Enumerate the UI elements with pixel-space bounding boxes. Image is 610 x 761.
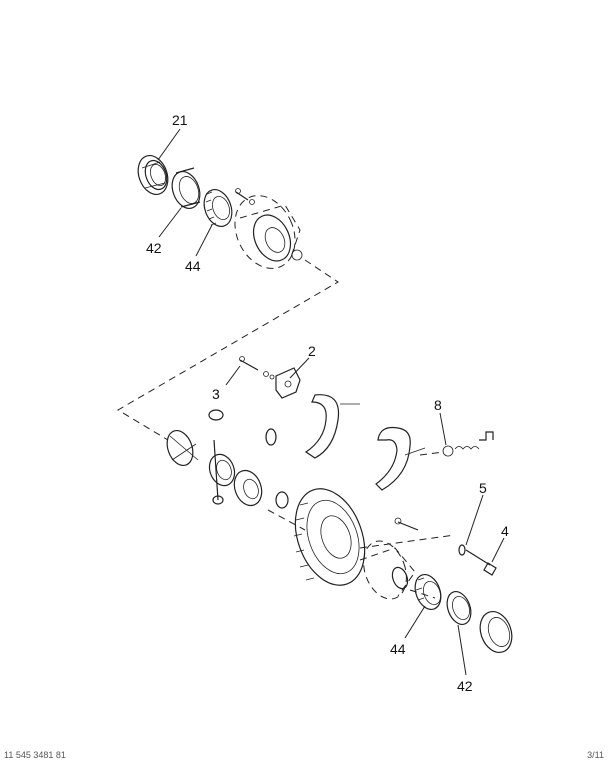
callout-4: 4 [501,523,509,539]
bearing-cone-part-44-lower [414,573,442,611]
leader-lines [157,128,505,676]
assembly-centerline-lower [267,509,456,599]
footer-part-number: 11 545 3481 81 [4,750,66,760]
pinion-gear [208,453,236,487]
bearing-cap-right [375,426,426,491]
callout-5: 5 [479,480,487,496]
assembly-centerline-upper [117,259,339,441]
footer-page-ref: 3/11 [587,750,604,760]
differential-case-half-upper [234,195,303,269]
side-gear-left [166,429,199,467]
callout-21: 21 [172,112,188,128]
seal-ring-lower [479,611,513,653]
callout-44-lower: 44 [390,641,406,657]
bolt-part-4 [483,562,497,576]
spider-cross [208,409,224,505]
differential-case-half-lower [359,540,416,600]
callout-3: 3 [212,386,220,402]
callout-44-upper: 44 [185,258,201,274]
bolt-part-3 [239,356,275,380]
callout-42-lower: 42 [457,678,473,694]
adjuster-bolt-part-8 [419,431,494,457]
seal-ring-part-21 [137,155,169,195]
thrust-washer [265,428,289,509]
callout-42-upper: 42 [146,240,162,256]
callout-8: 8 [434,397,442,413]
bearing-cup-part-42-upper [171,167,201,209]
ring-gear-bolt [394,517,419,531]
bearing-cup-part-42-lower [446,590,472,626]
washer-part-5 [458,544,491,566]
bearing-cap-left [304,394,360,459]
bearing-cone-part-44-upper [203,189,233,227]
side-gear-right [233,469,263,507]
ring-gear [293,488,366,586]
small-bolt-upper [235,188,255,205]
callout-2: 2 [308,343,316,359]
lock-plate-part-2 [275,367,301,399]
